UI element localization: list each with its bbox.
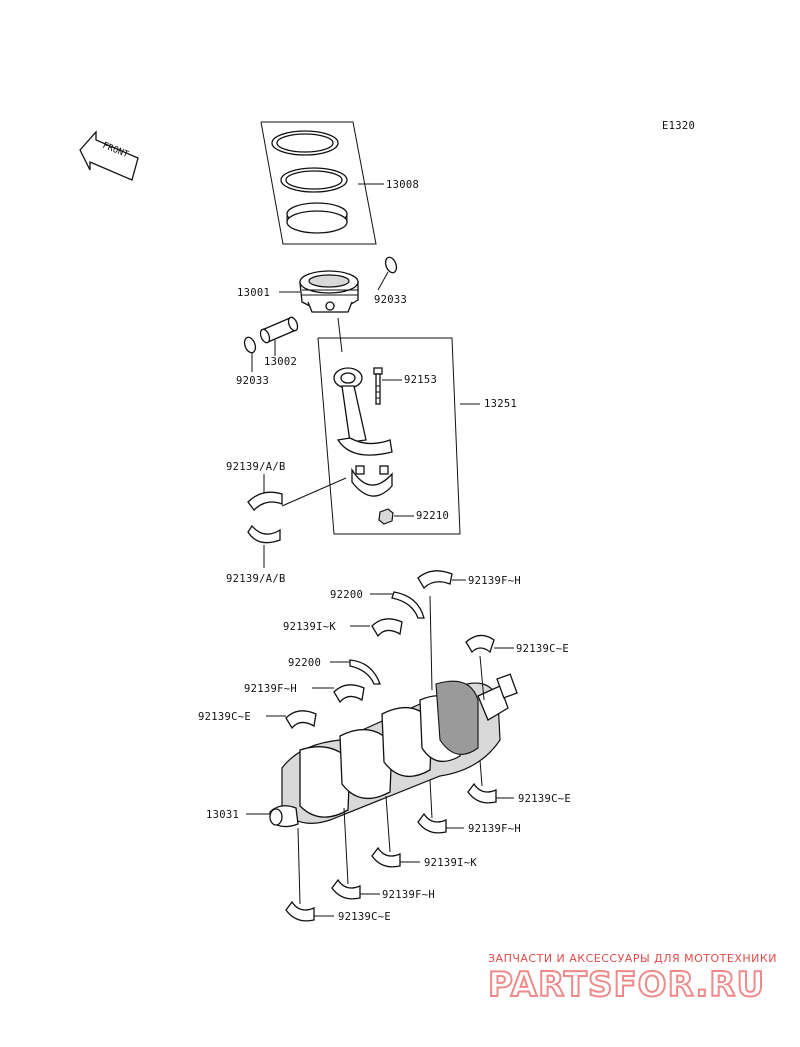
watermark-tagline: ЗАПЧАСТИ И АКСЕССУАРЫ ДЛЯ МОТОТЕХНИКИ [488,952,777,965]
label-nut: 92210 [416,510,449,522]
label-crankshaft: 13031 [206,809,239,821]
conrod-bolt[interactable] [373,367,383,405]
label-clip-left: 92033 [236,375,269,387]
main-bearing-ce-left[interactable] [285,710,317,730]
label-bolt: 92153 [404,374,437,386]
label-main-ce-left: 92139C~E [198,711,251,723]
main-bearing-ik-lower[interactable] [371,846,401,868]
main-bearing-ce-bottom[interactable] [285,900,315,922]
label-piston: 13001 [237,287,270,299]
conrod-bearing-upper[interactable] [247,491,283,511]
label-main-fh-bottom: 92139F~H [382,889,435,901]
main-bearing-fh-left[interactable] [333,684,365,704]
piston-pin-clip-left[interactable] [243,336,258,354]
main-bearing-fh-bottom[interactable] [331,878,361,900]
main-bearing-ce-lower-right[interactable] [467,782,497,804]
watermark-logo: PARTSFOR.RU [488,965,765,1005]
label-bearing-bottom: 92139/A/B [226,573,286,585]
front-arrow-icon: FRONT [79,130,139,181]
label-ring-set: 13008 [386,179,419,191]
conrod-cap[interactable] [351,465,393,497]
main-bearing-fh-top[interactable] [417,570,453,590]
conrod-nut[interactable] [378,508,394,525]
connecting-rod[interactable] [333,367,393,456]
piston-ring-set[interactable] [260,121,377,245]
label-main-ik-top: 92139I~K [283,621,336,633]
main-bearing-ik-top[interactable] [371,618,403,638]
piston[interactable] [299,270,359,313]
label-main-fh-left: 92139F~H [244,683,297,695]
piston-pin-clip-right[interactable] [384,256,399,274]
thrust-washer-lower[interactable] [349,659,381,685]
thrust-washer-upper[interactable] [391,591,425,619]
main-bearing-fh-lower[interactable] [417,812,447,834]
diagram-code: E1320 [662,120,695,132]
piston-pin[interactable] [259,316,300,344]
label-conrod: 13251 [484,398,517,410]
conrod-assembly-box [317,337,461,535]
label-bearing-top: 92139/A/B [226,461,286,473]
crankshaft[interactable] [269,673,518,828]
label-main-ik-lower: 92139I~K [424,857,477,869]
main-bearing-ce-right[interactable] [465,634,495,654]
label-thrust-upper: 92200 [330,589,363,601]
label-main-ce-bottom: 92139C~E [338,911,391,923]
label-main-ce-right: 92139C~E [516,643,569,655]
conrod-bearing-lower[interactable] [247,524,281,544]
label-main-ce-lower-right: 92139C~E [518,793,571,805]
label-main-fh-top: 92139F~H [468,575,521,587]
label-clip-right: 92033 [374,294,407,306]
label-thrust-lower: 92200 [288,657,321,669]
label-pin: 13002 [264,356,297,368]
label-main-fh-lower: 92139F~H [468,823,521,835]
